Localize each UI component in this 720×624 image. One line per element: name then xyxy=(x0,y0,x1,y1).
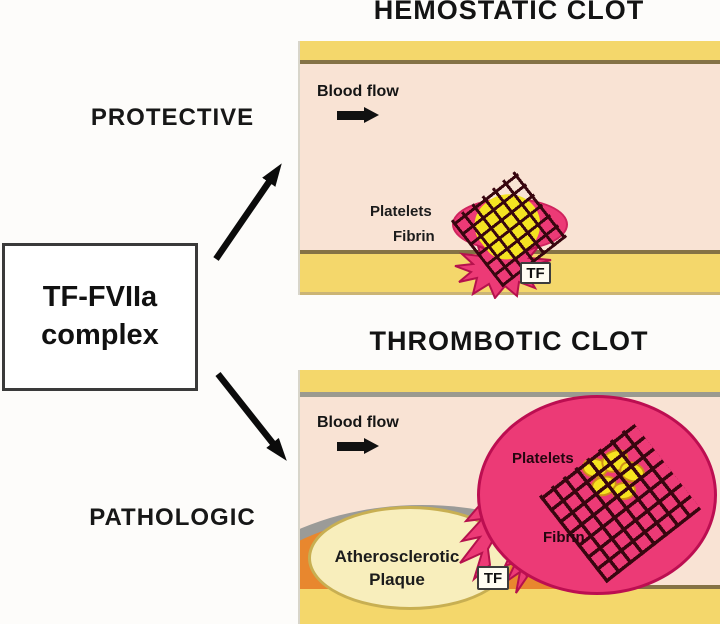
arrow-pathologic xyxy=(215,371,287,461)
platelets-label: Platelets xyxy=(512,450,574,467)
platelets-label: Platelets xyxy=(370,203,432,220)
vessel-outer-edge xyxy=(300,292,720,295)
vessel-wall-line xyxy=(300,60,720,64)
blood-flow-label: Blood flow xyxy=(317,414,399,431)
hemostatic-clot-title: HEMOSTATIC CLOT xyxy=(373,0,645,25)
arrow-shaft xyxy=(337,110,364,120)
tf-fviia-line1: TF-FVIIa xyxy=(42,281,158,314)
arrow-protective xyxy=(213,163,282,261)
pathologic-label: PATHOLOGIC xyxy=(89,504,256,531)
fibrin-label: Fibrin xyxy=(543,529,585,546)
tf-fviia-complex-box: TF-FVIIa complex xyxy=(2,243,198,391)
vessel-wall-top xyxy=(300,370,720,392)
vessel-wall-top xyxy=(300,41,720,60)
endothelium-line xyxy=(300,392,720,397)
fibrin-label: Fibrin xyxy=(393,228,435,245)
plaque-label-line2: Plaque xyxy=(369,569,425,589)
arrow-head xyxy=(364,438,379,454)
tf-badge: TF xyxy=(520,262,551,284)
tf-badge: TF xyxy=(477,566,509,590)
tf-text: TF xyxy=(526,264,545,282)
arrow-head xyxy=(364,107,379,123)
hemostatic-vessel: Blood flow Platelets Fibrin TF xyxy=(298,41,720,299)
plaque-label-line1: Atherosclerotic xyxy=(334,547,460,566)
blood-flow-label: Blood flow xyxy=(317,83,399,100)
blood-flow-arrow-icon xyxy=(337,438,379,454)
thrombotic-vessel: Blood flow Platelets Fibrin Atherosclero… xyxy=(298,370,720,624)
protective-label: PROTECTIVE xyxy=(90,104,255,131)
atherosclerotic-plaque-label: Atherosclerotic Plaque xyxy=(307,546,487,592)
tf-text: TF xyxy=(483,569,503,587)
blood-flow-arrow-icon xyxy=(337,107,379,123)
thrombotic-clot-title: THROMBOTIC CLOT xyxy=(369,326,649,356)
tf-fviia-line2: complex xyxy=(41,319,159,351)
arrow-shaft xyxy=(337,441,364,451)
